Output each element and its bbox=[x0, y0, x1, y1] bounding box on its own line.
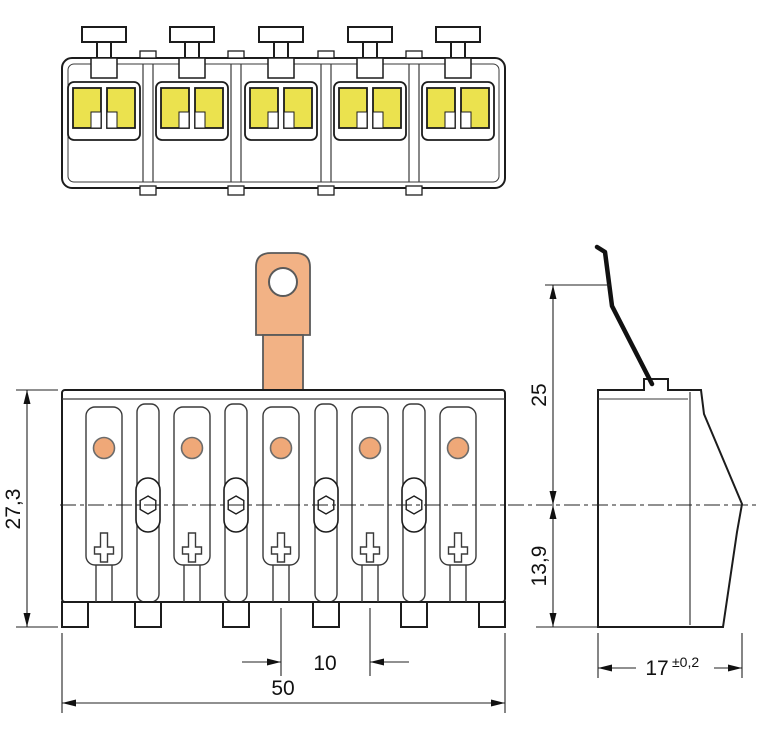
mounting-feet bbox=[61, 601, 506, 628]
wire-entry-ports bbox=[92, 436, 470, 460]
front-view-housing bbox=[61, 389, 506, 603]
dim-front-width bbox=[61, 633, 506, 713]
dim-label-side-upper: 25 bbox=[528, 383, 551, 406]
ground-lug-hole bbox=[268, 267, 298, 297]
dim-label-pole-pitch: 10 bbox=[313, 652, 336, 675]
dim-side-lower bbox=[536, 505, 598, 628]
dim-label-side-depth: 17 bbox=[645, 657, 668, 680]
front-view bbox=[61, 252, 506, 628]
dim-label-side-lower: 13,9 bbox=[528, 546, 551, 587]
dim-label-front-height: 27,3 bbox=[2, 489, 25, 530]
actuator-collars bbox=[90, 57, 472, 79]
push-button-notches bbox=[90, 111, 472, 129]
edge-tabs bbox=[139, 50, 423, 196]
side-view bbox=[594, 244, 744, 628]
pole-channels bbox=[85, 406, 477, 602]
dim-pole-pitch bbox=[242, 608, 409, 676]
release-lever bbox=[594, 244, 655, 387]
top-view bbox=[61, 26, 506, 196]
release-slots bbox=[93, 532, 469, 563]
side-view-housing bbox=[597, 378, 744, 628]
dimension-texts: 27,3 50 10 25 13,9 17 ±0,2 bbox=[2, 383, 699, 700]
actuator-tabs bbox=[81, 26, 481, 59]
dim-side-upper bbox=[545, 284, 610, 505]
dim-side-depth bbox=[597, 633, 743, 678]
dim-label-front-width: 50 bbox=[271, 677, 294, 700]
pole-separators bbox=[142, 64, 420, 182]
dim-front-height bbox=[16, 389, 58, 628]
dimension-annotations bbox=[16, 284, 743, 713]
dim-label-side-depth-tolerance: ±0,2 bbox=[672, 654, 699, 670]
